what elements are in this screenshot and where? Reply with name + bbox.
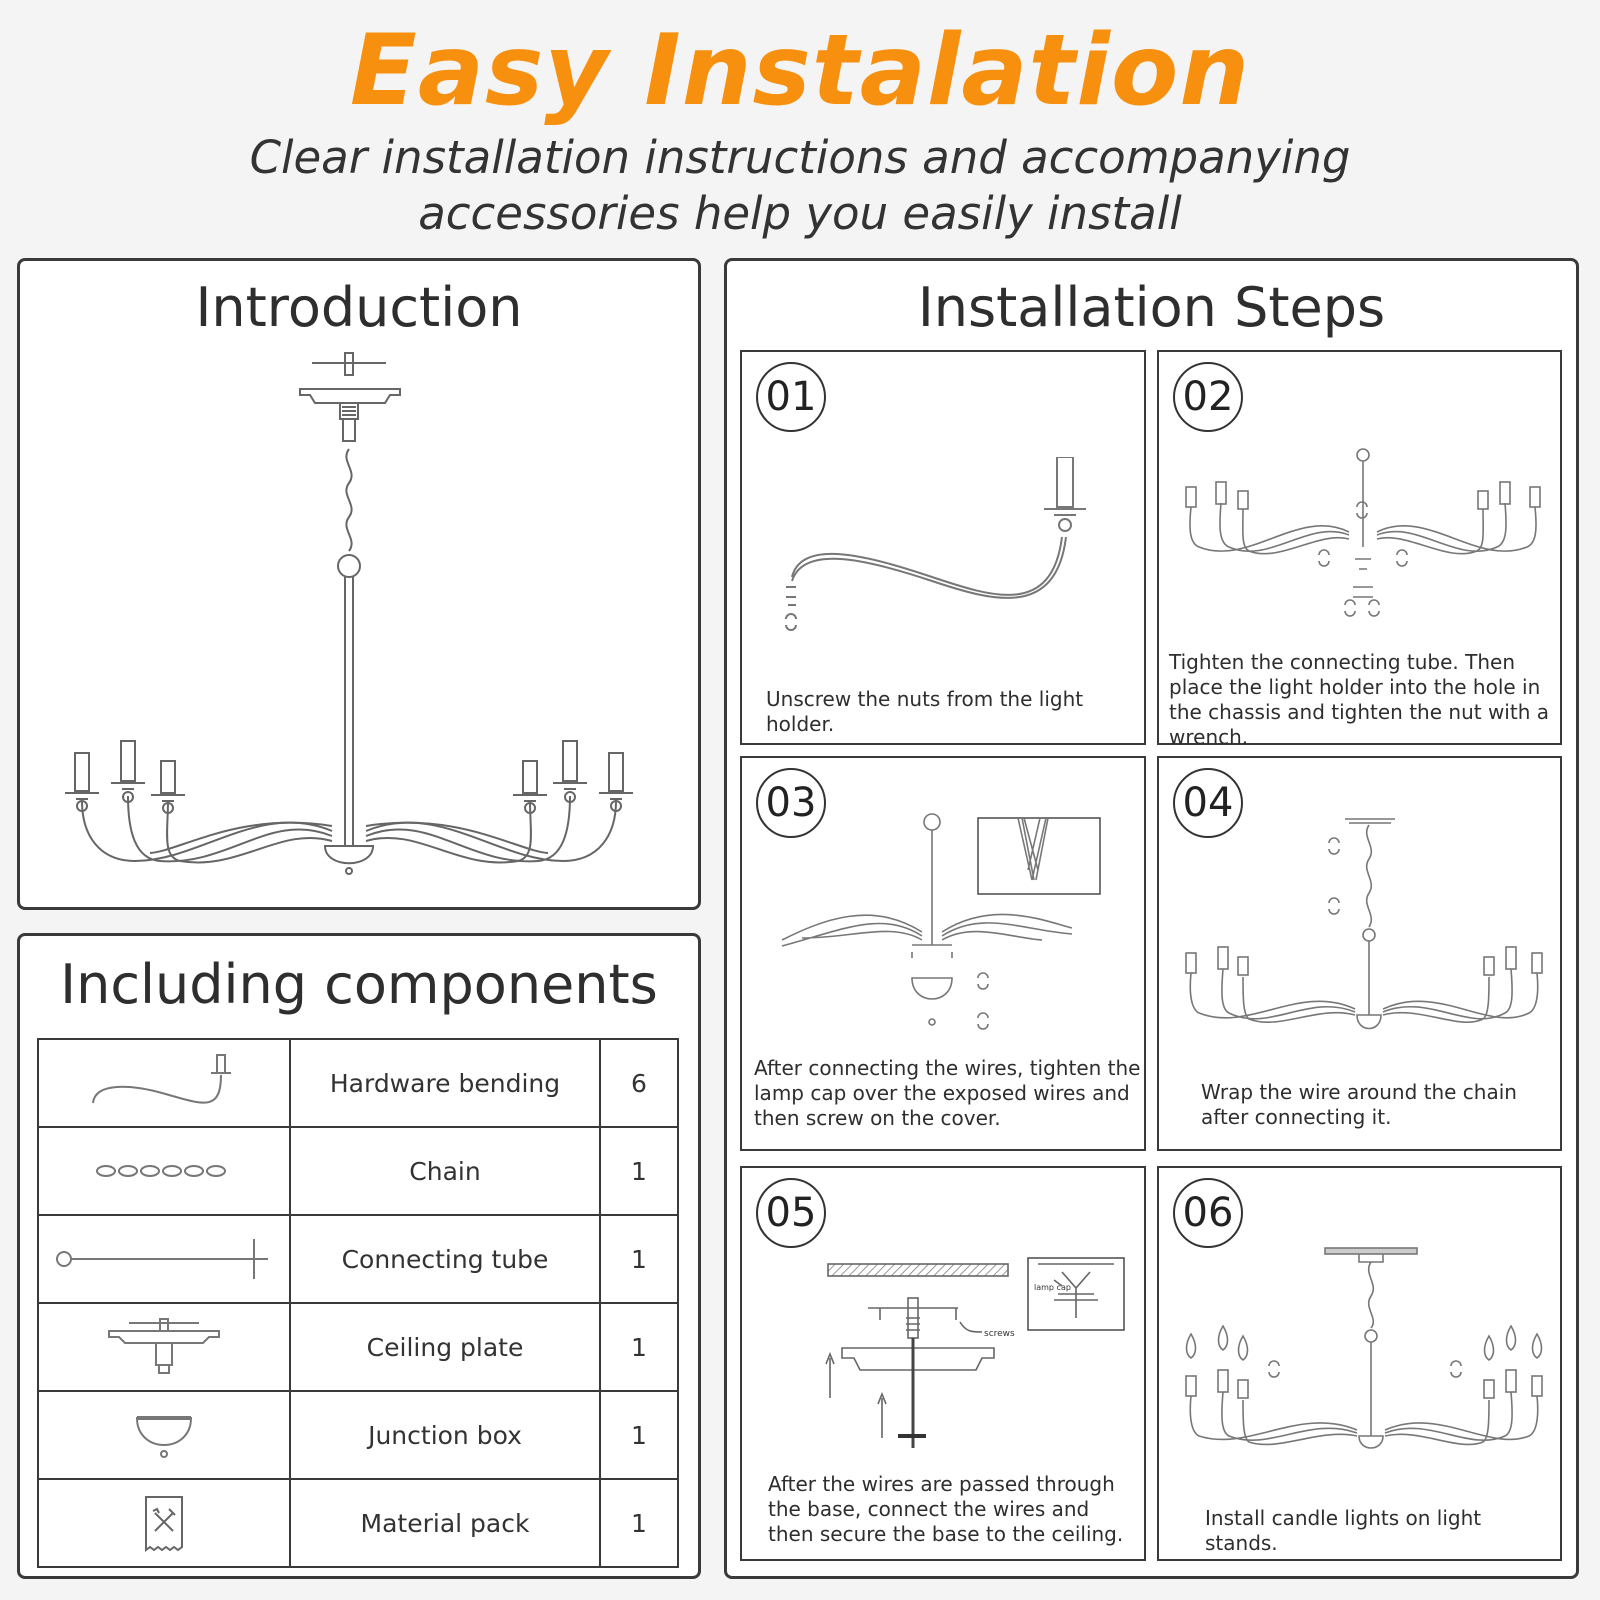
component-name: Junction box — [289, 1390, 601, 1480]
step-04: 04 Wrap the wire around the chain after … — [1157, 756, 1562, 1151]
subtitle-line-2: accessories help you easily install — [418, 187, 1182, 240]
step-text: Install candle lights on light stands. — [1205, 1506, 1482, 1555]
components-title: Including components — [60, 953, 658, 1016]
tube-icon — [37, 1214, 291, 1304]
component-qty: 1 — [599, 1478, 679, 1568]
step-text: After connecting the wires, tighten the … — [754, 1056, 1141, 1130]
introduction-title: Introduction — [195, 276, 523, 339]
step-number: 04 — [1173, 768, 1243, 838]
light-holder-illustration — [785, 457, 1086, 631]
component-qty: 1 — [599, 1302, 679, 1392]
step-02: 02 Tighten the connecting tube. Then pla… — [1157, 350, 1562, 749]
step-03: 03 After connecting the wires, tighten t… — [740, 756, 1146, 1151]
component-qty: 1 — [599, 1214, 679, 1304]
table-row: Connecting tube 1 — [37, 1214, 679, 1304]
ceiling-mount-illustration: lamp cap screws — [825, 1257, 1125, 1448]
ceiling-plate-icon — [37, 1302, 291, 1392]
step-number: 01 — [756, 362, 826, 432]
step-text: Wrap the wire around the chain after con… — [1201, 1080, 1517, 1129]
label-screws: screws — [984, 1329, 1015, 1339]
junction-box-icon — [37, 1390, 291, 1480]
component-name: Chain — [289, 1126, 601, 1216]
introduction-panel: Introduction — [17, 258, 701, 910]
component-name: Connecting tube — [289, 1214, 601, 1304]
step-number: 02 — [1173, 362, 1243, 432]
component-qty: 1 — [599, 1390, 679, 1480]
table-row: Ceiling plate 1 — [37, 1302, 679, 1392]
table-row: Chain 1 — [37, 1126, 679, 1216]
installation-steps-title: Installation Steps — [917, 276, 1386, 339]
chain-icon — [37, 1126, 291, 1216]
page-title: Easy Instalation — [349, 14, 1251, 128]
candle-lights-illustration — [1185, 1247, 1543, 1449]
components-table: Hardware bending 6 Chain 1 Connecting tu… — [37, 1038, 679, 1568]
component-qty: 1 — [599, 1126, 679, 1216]
component-name: Material pack — [289, 1478, 601, 1568]
step-05: 05 lamp cap screws After the wires are p… — [740, 1166, 1146, 1561]
table-row: Hardware bending 6 — [37, 1038, 679, 1128]
page-subtitle: Clear installation instructions and acco… — [0, 130, 1600, 242]
table-row: Junction box 1 — [37, 1390, 679, 1480]
chandelier-illustration — [65, 352, 633, 875]
step-number: 05 — [756, 1178, 826, 1248]
step-number: 03 — [756, 768, 826, 838]
tube-chassis-illustration — [1185, 448, 1541, 617]
subtitle-line-1: Clear installation instructions and acco… — [249, 131, 1351, 184]
wire-chain-illustration — [1185, 818, 1543, 1030]
component-name: Ceiling plate — [289, 1302, 601, 1392]
step-01: 01 Unscrew the nuts from the light holde… — [740, 350, 1146, 745]
label-lamp-cap: lamp cap — [1034, 1283, 1071, 1292]
component-name: Hardware bending — [289, 1038, 601, 1128]
step-number: 06 — [1173, 1178, 1243, 1248]
step-text: After the wires are passed through the b… — [768, 1472, 1124, 1546]
component-qty: 6 — [599, 1038, 679, 1128]
step-text: Unscrew the nuts from the light holder. — [766, 687, 1084, 736]
bent-arm-icon — [37, 1038, 291, 1128]
table-row: Material pack 1 — [37, 1478, 679, 1568]
material-pack-icon — [37, 1478, 291, 1568]
step-text: Tighten the connecting tube. Then place … — [1169, 650, 1549, 749]
step-06: 06 Install candle lights on light s — [1157, 1166, 1562, 1561]
lamp-cap-illustration — [781, 813, 1101, 1030]
